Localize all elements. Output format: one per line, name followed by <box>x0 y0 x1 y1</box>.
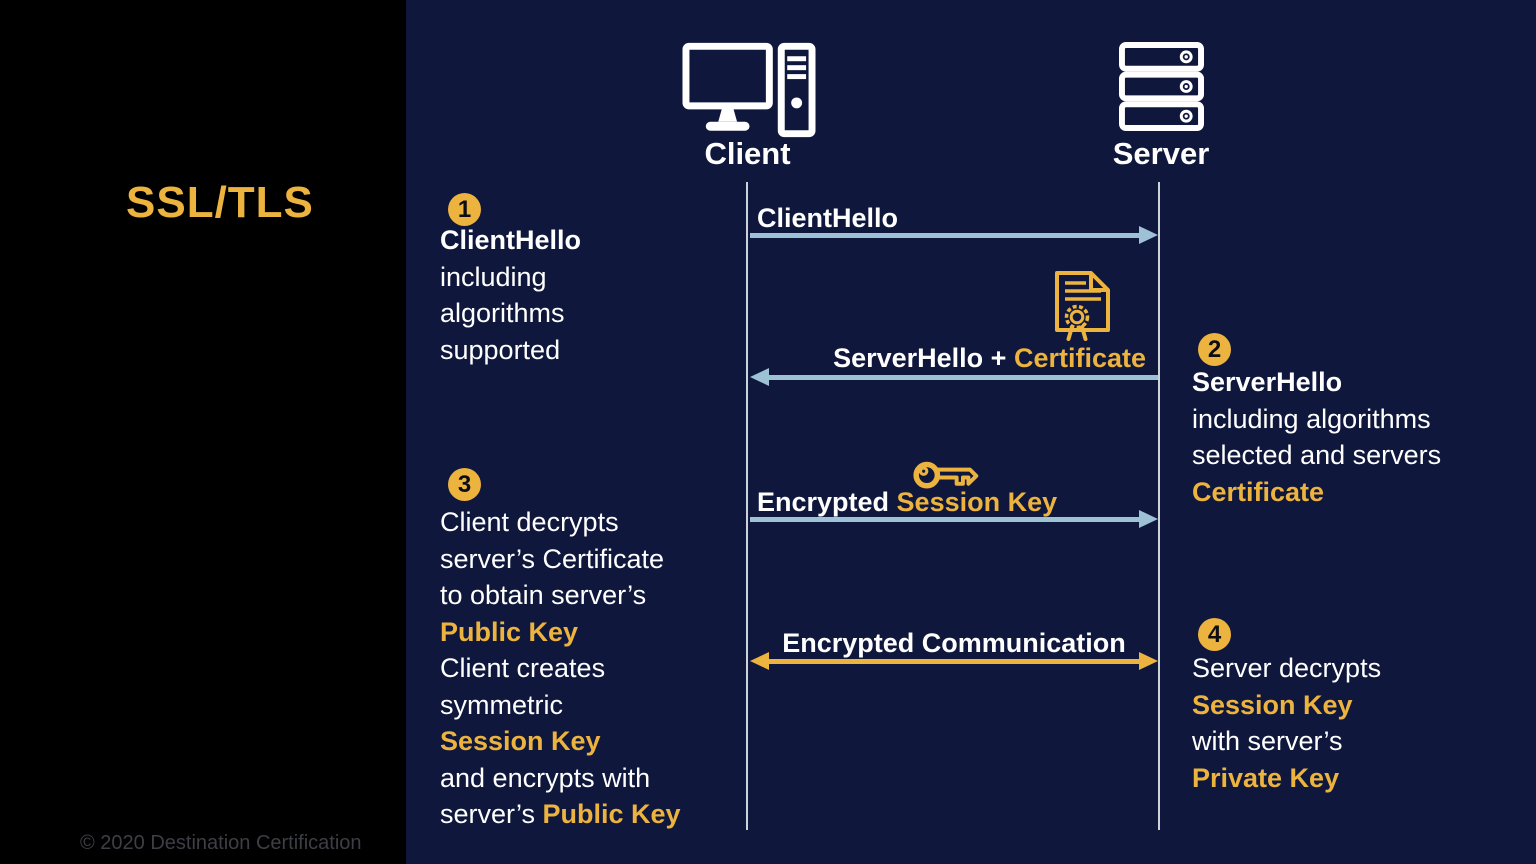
step-3-line: Client decrypts <box>440 507 619 537</box>
message-serverhello-prefix: ServerHello + <box>833 343 1014 373</box>
arrowhead-right-icon <box>1139 226 1158 244</box>
message-encrypted-communication-arrow <box>767 659 1141 664</box>
step-4-line: Server decrypts <box>1192 653 1382 683</box>
step-3-line: symmetric <box>440 689 563 720</box>
step-1-line: including <box>440 261 547 292</box>
step-2-text: ServerHello including algorithms selecte… <box>1192 364 1441 510</box>
step-3-line-public-key: Public Key <box>542 799 681 829</box>
copyright-text: © 2020 Destination Certification <box>80 832 362 854</box>
step-3-line: Client creates <box>440 653 606 683</box>
message-serverhello-highlight: Certificate <box>1013 343 1146 373</box>
server-stack-icon <box>1119 42 1204 133</box>
message-sessionkey-highlight: Session Key <box>896 487 1058 517</box>
page-title: SSL/TLS <box>126 178 314 227</box>
certificate-icon <box>1053 270 1113 342</box>
step-1-line: algorithms <box>440 298 565 328</box>
step-3-badge: 3 <box>448 468 481 501</box>
server-lifeline <box>1158 182 1160 830</box>
arrowhead-left-icon <box>750 652 769 670</box>
step-1-line: supported <box>440 334 561 365</box>
step-3-line: to obtain server’s <box>440 580 647 610</box>
step-3-line: and encrypts with <box>440 762 651 793</box>
step-3-line: server’s Certificate <box>440 543 665 574</box>
actor-label-client: Client <box>704 136 791 171</box>
step-3-line-public-key: Public Key <box>440 616 579 647</box>
step-4-line-private-key: Private Key <box>1192 762 1340 793</box>
step-4-line: with server’s <box>1192 726 1343 756</box>
step-3-text: Client decrypts server’s Certificate to … <box>440 504 681 833</box>
client-lifeline <box>746 182 748 830</box>
step-4-badge: 4 <box>1198 618 1231 651</box>
message-sessionkey-prefix: Encrypted <box>757 487 897 517</box>
step-2-title: ServerHello <box>1192 367 1343 397</box>
step-1-title: ClientHello <box>440 225 582 255</box>
diagram-panel <box>406 0 1536 864</box>
arrowhead-right-icon <box>1139 652 1158 670</box>
message-encrypted-communication-label: Encrypted Communication <box>782 628 1126 658</box>
step-3-line-session-key: Session Key <box>440 726 601 756</box>
step-4-text: Server decrypts Session Key with server’… <box>1192 650 1381 796</box>
message-serverhello-label: ServerHello + Certificate <box>748 343 1146 374</box>
message-clienthello-arrow <box>750 233 1141 238</box>
message-sessionkey-label: Encrypted Session Key <box>757 487 1057 518</box>
step-3-line-prefix: server’s <box>440 799 543 829</box>
step-2-badge: 2 <box>1198 333 1231 366</box>
message-sessionkey-arrow <box>750 517 1141 522</box>
arrowhead-left-icon <box>750 368 769 386</box>
desktop-computer-icon <box>682 42 816 138</box>
step-1-badge: 1 <box>448 193 481 226</box>
step-3-line-mixed: server’s Public Key <box>440 796 681 833</box>
step-2-line: selected and servers <box>1192 440 1442 470</box>
message-clienthello-label: ClientHello <box>757 203 899 233</box>
arrowhead-right-icon <box>1139 510 1158 528</box>
step-4-line-session-key: Session Key <box>1192 689 1353 720</box>
step-1-text: ClientHello including algorithms support… <box>440 222 581 368</box>
step-2-line-certificate: Certificate <box>1192 476 1325 507</box>
message-serverhello-arrow <box>767 375 1158 380</box>
step-2-line: including algorithms <box>1192 403 1431 434</box>
key-icon <box>913 450 983 494</box>
actor-label-server: Server <box>1112 136 1210 171</box>
